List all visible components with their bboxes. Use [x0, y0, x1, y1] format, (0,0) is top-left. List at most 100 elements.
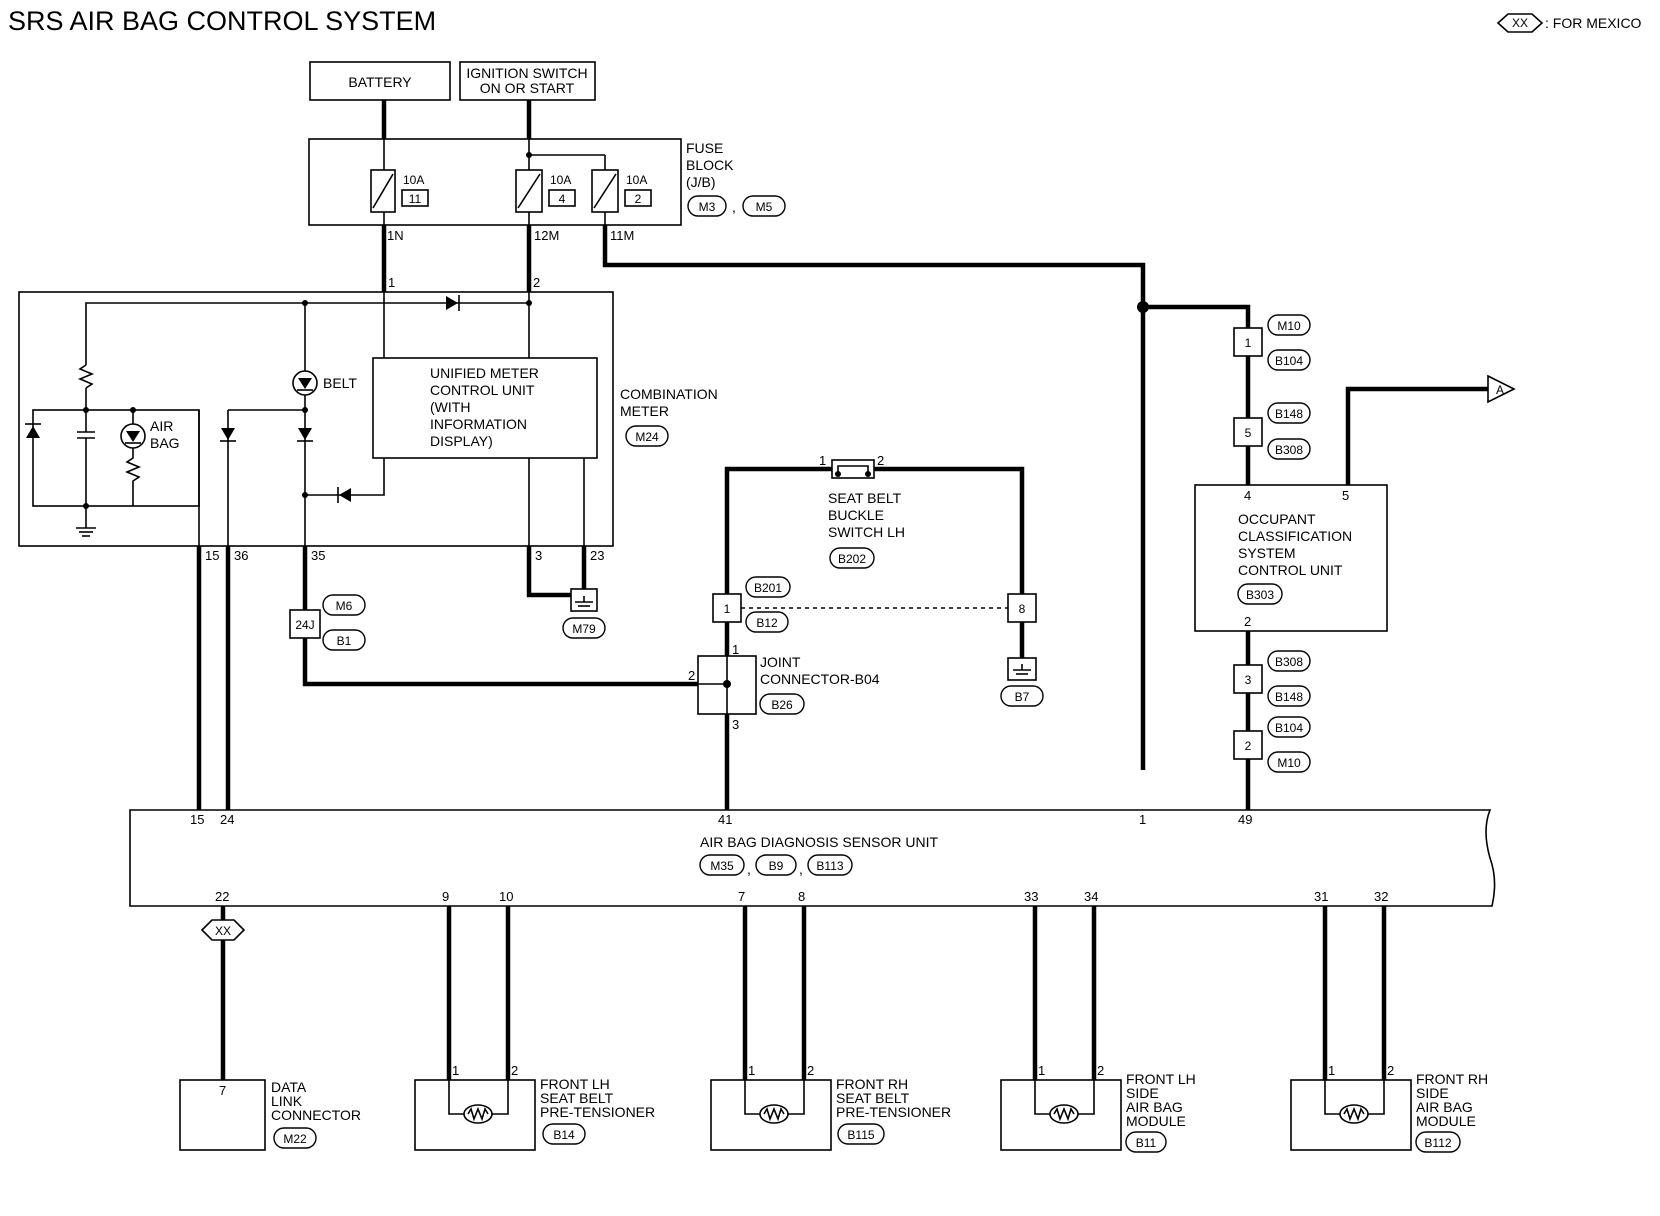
- pin-8-label: 8: [1019, 602, 1026, 616]
- inline-right-3: 3 B308 B148: [1233, 650, 1311, 707]
- diode-35: [298, 428, 312, 440]
- fuse-block-label-1: FUSE: [686, 140, 723, 156]
- meter-pin-15: 15: [205, 548, 219, 563]
- diode-belt-return: [339, 488, 351, 502]
- switch-pin-2: 2: [877, 453, 884, 468]
- fuse-block-connector-m3: M3: [699, 200, 716, 214]
- meter-pin-1: 1: [388, 275, 395, 290]
- module-rh-sab-label-2: SIDE: [1416, 1085, 1449, 1101]
- fuse-block-label-2: BLOCK: [686, 157, 734, 173]
- inline-b201-conn-b201: B201: [754, 581, 782, 595]
- connector-separator: ,: [732, 199, 736, 215]
- diag-pin-32: 32: [1374, 889, 1388, 904]
- module-lh-sab-pin-2: 2: [1097, 1063, 1104, 1078]
- meter-connector: M24: [635, 430, 659, 444]
- legend-text: : FOR MEXICO: [1545, 15, 1642, 31]
- module-lh-pt-pin-1: 1: [452, 1063, 459, 1078]
- occupant-connector: B303: [1246, 588, 1274, 602]
- data-link-pin: 7: [219, 1083, 226, 1098]
- diag-conn-b113: B113: [816, 859, 843, 873]
- inline-r5-conn-b: B308: [1275, 443, 1303, 457]
- diag-pin-41: 41: [718, 812, 732, 827]
- unified-meter-line5: DISPLAY): [430, 433, 493, 449]
- occupant-classification-unit: 4 5 OCCUPANT CLASSIFICATION SYSTEM CONTR…: [1194, 484, 1388, 632]
- module-lh-pt-label-1: FRONT LH: [540, 1076, 610, 1092]
- diag-pin-22: 22: [215, 889, 229, 904]
- battery-box: [309, 61, 451, 101]
- inline-right-1: 1 M10 B104: [1233, 314, 1311, 371]
- module-rh-pt-pin-2: 2: [807, 1063, 814, 1078]
- diag-pin-10: 10: [499, 889, 513, 904]
- data-link-label-3: CONNECTOR: [271, 1107, 361, 1123]
- diag-pin-1: 1: [1139, 812, 1146, 827]
- joint-pin-1: 1: [732, 642, 739, 657]
- fuse-2-amp: 10A: [626, 173, 647, 187]
- meter-label-1: COMBINATION: [620, 386, 718, 402]
- inline-r1-conn-a: M10: [1277, 319, 1301, 333]
- inline-connector-b201: 1 B201 B12: [712, 576, 791, 633]
- diag-pin-8: 8: [798, 889, 805, 904]
- front-lh-side-air-bag-module: 1 2 FRONT LH SIDE AIR BAG MODULE B11: [1000, 1063, 1196, 1153]
- diag-pin-31: 31: [1314, 889, 1328, 904]
- joint-connector-b04: 1 2 3 JOINT CONNECTOR-B04 B26: [688, 642, 880, 732]
- diode-left: [26, 426, 40, 438]
- module-rh-pt-label-1: FRONT RH: [836, 1076, 908, 1092]
- switch-pin-1: 1: [819, 453, 826, 468]
- fuse-4-num-box: [548, 189, 576, 207]
- wire-switch-2: [874, 466, 1025, 594]
- ground-b7-label: B7: [1015, 690, 1030, 704]
- inline-r5-conn-a: B148: [1275, 407, 1303, 421]
- battery-label: BATTERY: [348, 74, 412, 90]
- inline-right-5: 5 B148 B308: [1233, 402, 1311, 460]
- fuse-11-num: 11: [409, 192, 422, 206]
- module-lh-pt-label-2: SEAT BELT: [540, 1090, 614, 1106]
- inline-r5-pin: 5: [1245, 426, 1252, 440]
- occupant-pin-2: 2: [1244, 614, 1251, 629]
- module-lh-sab-pin-1: 1: [1038, 1063, 1045, 1078]
- diode-top: [446, 296, 458, 310]
- diag-pin-9: 9: [442, 889, 449, 904]
- legend: XX : FOR MEXICO: [1496, 13, 1642, 33]
- mexico-tag-shape: [200, 919, 246, 941]
- module-rh-sab-label-4: MODULE: [1416, 1113, 1476, 1129]
- module-lh-sab-label-3: AIR BAG: [1126, 1099, 1183, 1115]
- occupant-label-2: CLASSIFICATION: [1238, 528, 1352, 544]
- inline-b201-pin: 1: [724, 602, 731, 616]
- switch-label-3: SWITCH LH: [828, 524, 905, 540]
- data-link-connector: 7 DATA LINK CONNECTOR M22: [179, 1079, 361, 1151]
- diag-pin-34: 34: [1084, 889, 1098, 904]
- arrow-a-label: A: [1496, 383, 1504, 397]
- module-rh-sab-pin-1: 1: [1328, 1063, 1335, 1078]
- front-rh-seat-belt-pretensioner: 1 2 FRONT RH SEAT BELT PRE-TENSIONER B11…: [710, 1063, 951, 1151]
- inline-24j-conn-b1: B1: [337, 634, 352, 648]
- module-lh-pt-pin-2: 2: [511, 1063, 518, 1078]
- front-rh-side-air-bag-module: 1 2 FRONT RH SIDE AIR BAG MODULE B112: [1290, 1063, 1488, 1153]
- fuse-11-num-box: [401, 189, 429, 207]
- joint-pin-2: 2: [688, 668, 695, 683]
- module-rh-pt-label-3: PRE-TENSIONER: [836, 1104, 951, 1120]
- meter-pin-35: 35: [311, 548, 325, 563]
- diagram-title: SRS AIR BAG CONTROL SYSTEM: [8, 6, 436, 36]
- ground-m79: M79: [562, 588, 606, 639]
- module-rh-pt-label-2: SEAT BELT: [836, 1090, 910, 1106]
- inline-24j-conn-m6: M6: [336, 599, 353, 613]
- unified-meter-line1: UNIFIED METER: [430, 365, 539, 381]
- fuse-11-terminal: 1N: [387, 228, 404, 243]
- ignition-line2: ON OR START: [480, 80, 575, 96]
- inline-24j-pin: 24J: [295, 618, 314, 632]
- fuse-11: 10A 11 1N: [370, 169, 429, 243]
- diag-unit-label: AIR BAG DIAGNOSIS SENSOR UNIT: [700, 834, 938, 850]
- data-link-label-1: DATA: [271, 1079, 307, 1095]
- occupant-pin-5: 5: [1342, 488, 1349, 503]
- meter-connector-oval: [625, 425, 669, 447]
- diag-pin-24: 24: [220, 812, 234, 827]
- front-lh-seat-belt-pretensioner: 1 2 FRONT LH SEAT BELT PRE-TENSIONER B14: [414, 1063, 655, 1151]
- inline-r1-conn-b: B104: [1275, 354, 1303, 368]
- occupant-label-3: SYSTEM: [1238, 545, 1296, 561]
- seat-belt-buckle-switch: 1 2 SEAT BELT BUCKLE SWITCH LH B202: [819, 453, 905, 569]
- ground-b7: B7: [1000, 657, 1044, 707]
- fuse-2-num: 2: [635, 192, 642, 206]
- joint-connector-id: B26: [771, 698, 793, 712]
- diag-pin-7: 7: [738, 889, 745, 904]
